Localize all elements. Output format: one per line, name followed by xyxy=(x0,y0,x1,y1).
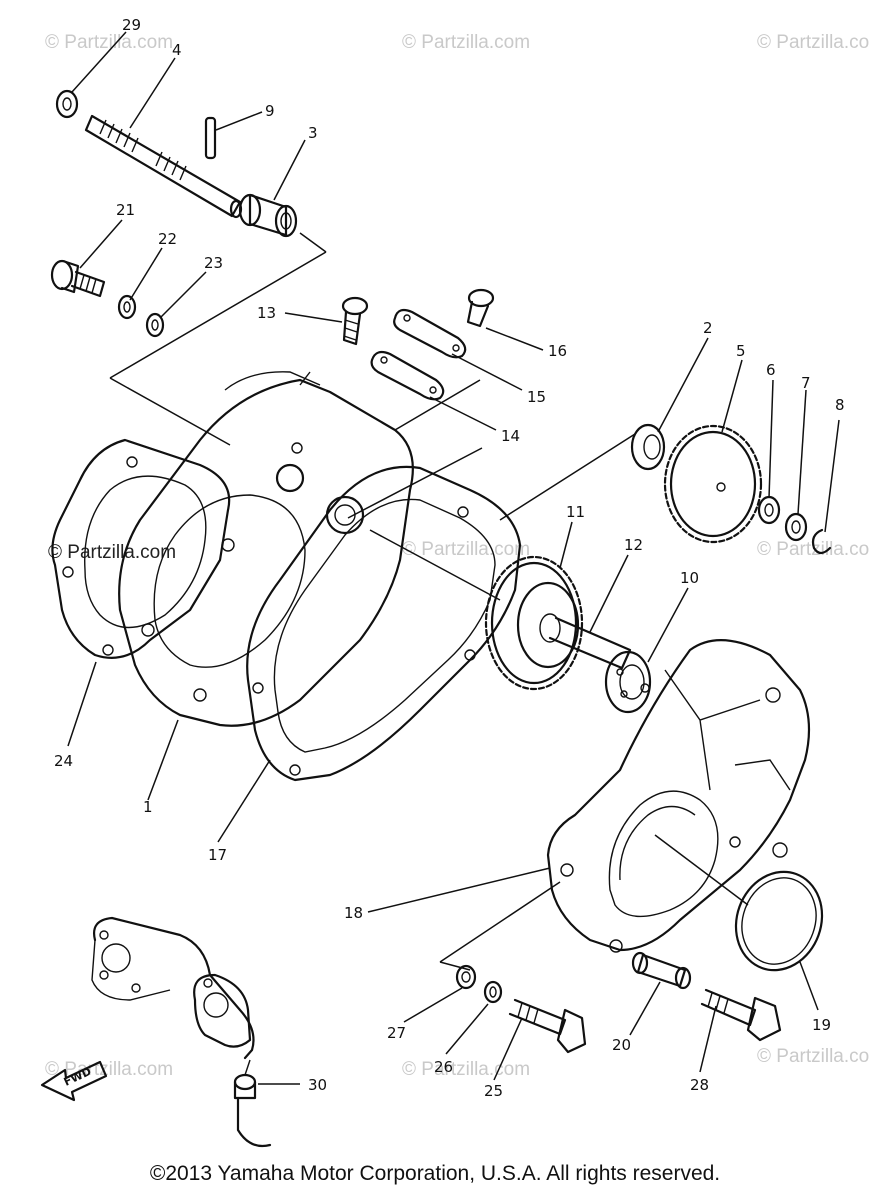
gear-part-11 xyxy=(484,555,584,691)
callout-6: 6 xyxy=(766,361,776,379)
gear-part-5 xyxy=(663,424,763,544)
bolt-part-25 xyxy=(508,998,587,1054)
callout-7: 7 xyxy=(801,374,811,392)
bearing-part-2 xyxy=(630,423,666,471)
callout-16: 16 xyxy=(548,342,567,360)
callout-28: 28 xyxy=(690,1076,709,1094)
callout-22: 22 xyxy=(158,230,177,248)
washer-part-27 xyxy=(455,964,477,990)
fitting-part-30 xyxy=(233,1059,272,1148)
callout-3: 3 xyxy=(308,124,318,142)
watermarks: © Partzilla.com © Partzilla.com © Partzi… xyxy=(45,32,870,1080)
screw-part-16 xyxy=(466,288,495,328)
inset-elbow xyxy=(91,916,255,1060)
copyright-notice: ©2013 Yamaha Motor Corporation, U.S.A. A… xyxy=(149,1162,721,1185)
collar-part-3 xyxy=(238,193,298,238)
callout-21: 21 xyxy=(116,201,135,219)
cover-part-18 xyxy=(546,639,811,953)
callout-19: 19 xyxy=(812,1016,831,1034)
oring-part-19 xyxy=(734,870,824,972)
watermark-bottom-right: © Partzilla.com xyxy=(757,1046,870,1067)
gasket-part-14 xyxy=(370,350,445,401)
bolt-part-21 xyxy=(50,259,106,298)
bolt-part-28 xyxy=(700,988,782,1042)
washer-part-6 xyxy=(757,495,781,525)
callout-12: 12 xyxy=(624,536,643,554)
watermark-middle-left: © Partzilla.com xyxy=(48,542,176,563)
watermark-bottom-center: © Partzilla.com xyxy=(402,1059,530,1080)
callout-15: 15 xyxy=(527,388,546,406)
bearing-part-10 xyxy=(604,650,652,714)
shaft-part-4 xyxy=(84,114,243,219)
assembly-lines xyxy=(109,232,749,971)
watermark-middle-right: © Partzilla.com xyxy=(757,539,870,560)
pin-part-9 xyxy=(204,116,217,160)
callout-26: 26 xyxy=(434,1058,453,1076)
callout-20: 20 xyxy=(612,1036,631,1054)
washer-part-7 xyxy=(784,512,808,542)
callout-27: 27 xyxy=(387,1024,406,1042)
watermark-top-center: © Partzilla.com xyxy=(402,32,530,53)
shaft-part-12 xyxy=(548,616,632,670)
parts-diagram: © Partzilla.com © Partzilla.com © Partzi… xyxy=(40,16,870,1148)
callout-11: 11 xyxy=(566,503,585,521)
circlip-part-8 xyxy=(811,528,832,555)
callout-labels: 29 4 9 3 21 22 23 13 16 15 14 2 5 6 7 8 … xyxy=(54,16,845,1100)
callout-18: 18 xyxy=(344,904,363,922)
callout-2: 2 xyxy=(703,319,713,337)
gasket-part-24 xyxy=(51,438,231,659)
callout-13: 13 xyxy=(257,304,276,322)
watermark-middle-center: © Partzilla.com xyxy=(402,539,530,560)
washer-part-23 xyxy=(145,312,165,338)
watermark-top-right: © Partzilla.com xyxy=(757,32,870,53)
callout-17: 17 xyxy=(208,846,227,864)
callout-4: 4 xyxy=(172,41,182,59)
callout-9: 9 xyxy=(265,102,275,120)
gasket-part-17 xyxy=(246,465,522,782)
washer-part-22 xyxy=(117,294,137,320)
callout-29: 29 xyxy=(122,16,141,34)
callout-23: 23 xyxy=(204,254,223,272)
callout-1: 1 xyxy=(143,798,153,816)
callout-leaders xyxy=(67,31,840,1085)
callout-8: 8 xyxy=(835,396,845,414)
callout-10: 10 xyxy=(680,569,699,587)
callout-14: 14 xyxy=(501,427,520,445)
callout-25: 25 xyxy=(484,1082,503,1100)
plate-part-15 xyxy=(393,308,467,359)
callout-5: 5 xyxy=(736,342,746,360)
screw-part-13 xyxy=(341,296,369,346)
callout-30: 30 xyxy=(308,1076,327,1094)
watermark-top-left: © Partzilla.com xyxy=(45,32,173,53)
dowel-part-20 xyxy=(631,951,692,990)
washer-part-26 xyxy=(483,980,503,1004)
housing-part-1 xyxy=(118,371,414,727)
callout-24: 24 xyxy=(54,752,73,770)
watermark-bottom-left: © Partzilla.com xyxy=(45,1059,173,1080)
washer-part-29 xyxy=(55,89,79,119)
